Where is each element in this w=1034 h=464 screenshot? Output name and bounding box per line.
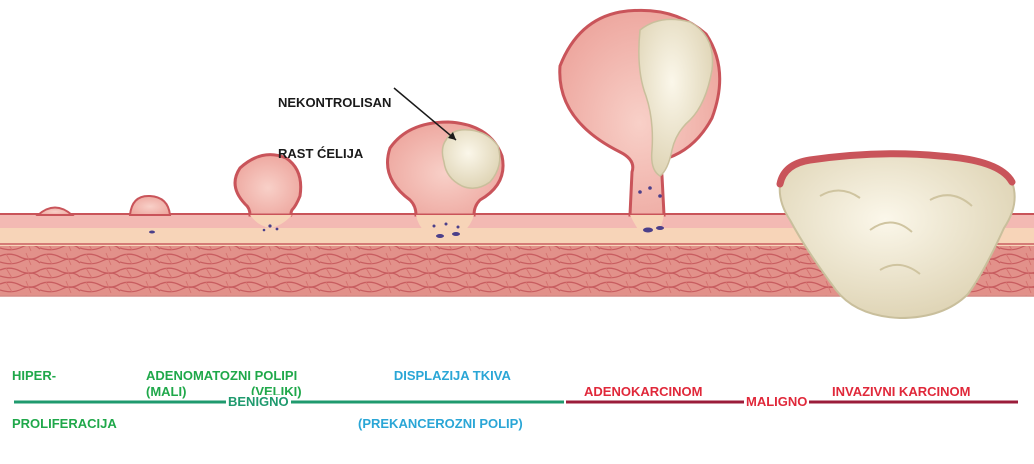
- stage-label-large: (VELIKI): [251, 352, 302, 432]
- hyperplastic-bump: [38, 208, 72, 216]
- stage-label-line-1: DISPLAZIJA TKIVA: [358, 368, 523, 384]
- stage-label-line-2: (PREKANCEROZNI POLIP): [358, 416, 523, 432]
- callout-line-1: NEKONTROLISAN: [278, 94, 391, 111]
- stage-label-adenocarcinoma: ADENOKARCINOM: [584, 352, 702, 432]
- stage-label-line-2: PROLIFERACIJA: [12, 416, 117, 432]
- stage-label-line-1: HIPER-: [12, 368, 117, 384]
- callout-label: NEKONTROLISAN RAST ĆELIJA: [278, 60, 391, 196]
- stage-label-dysplasia: DISPLAZIJA TKIVA (PREKANCEROZNI POLIP): [358, 336, 523, 464]
- stage-label-line-1: INVAZIVNI KARCINOM: [832, 384, 970, 400]
- malign-band-label: MALIGNO: [744, 395, 809, 409]
- small-adenoma: [130, 196, 170, 215]
- stage-label-small: (MALI): [146, 352, 186, 432]
- stage-label-invasive-carcinoma: INVAZIVNI KARCINOM: [832, 352, 970, 432]
- stage-label-line-1: (MALI): [146, 384, 186, 400]
- stage-label-line-1: ADENOKARCINOM: [584, 384, 702, 400]
- colon-polyp-progression-diagram: NEKONTROLISAN RAST ĆELIJA HIPER- PROLIFE…: [0, 0, 1034, 410]
- benign-band-label: BENIGNO: [226, 395, 291, 409]
- stage-label-hyperproliferation: HIPER- PROLIFERACIJA: [12, 336, 117, 464]
- callout-line-2: RAST ĆELIJA: [278, 145, 391, 162]
